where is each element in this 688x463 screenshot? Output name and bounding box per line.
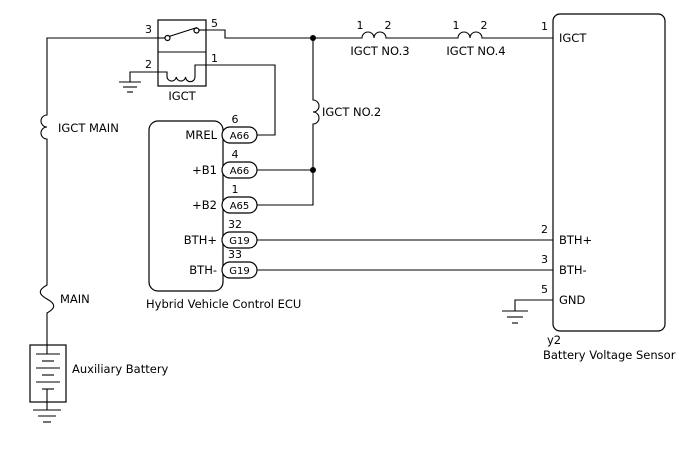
fuse-igct-no3-pin-1: 1	[357, 19, 364, 32]
connector-oval	[221, 196, 258, 214]
connector-code: A65	[230, 201, 250, 212]
ecu-pin-number: 32	[228, 218, 242, 231]
fuse-igct-no2-label: IGCT NO.2	[322, 105, 381, 119]
relay-igct: 3 5 2 1 IGCT	[145, 17, 218, 103]
battery-block: Auxiliary Battery	[29, 344, 169, 403]
sensor-pin-3-number: 3	[541, 253, 548, 266]
ecu-pin-number: 1	[232, 183, 239, 196]
relay-switch-icon	[158, 26, 206, 42]
connector-code: A66	[230, 131, 250, 142]
wire-sensor-ground	[514, 299, 553, 311]
wire-battery-to-relay	[39, 37, 158, 345]
ecu-pin-bth-minus: BTH- G19 33	[189, 248, 258, 279]
connector-oval	[221, 161, 258, 179]
relay-ground-icon	[119, 81, 141, 93]
sensor-pin-2-number: 2	[541, 223, 548, 236]
sensor-block: 1 IGCT 2 BTH+ 3 BTH- 5 GND y2 Battery Vo…	[541, 13, 676, 362]
ecu-pin-name: +B1	[192, 163, 217, 177]
sensor-pin-5-number: 5	[541, 283, 548, 296]
relay-pin-5: 5	[211, 17, 218, 30]
ecu-pin-number: 4	[232, 148, 239, 161]
fuse-igct-main-label: IGCT MAIN	[58, 121, 119, 135]
ecu-pin-name: MREL	[185, 128, 217, 142]
connector-code: G19	[229, 266, 249, 277]
wire-relay-coil-ground	[129, 71, 158, 82]
relay-coil-icon	[158, 64, 206, 83]
ecu-label: Hybrid Vehicle Control ECU	[146, 297, 301, 311]
junction-dot-b1	[310, 167, 316, 173]
fuse-igct-no3-pin-2: 2	[385, 19, 392, 32]
wire-relay-to-sensor	[206, 29, 553, 39]
fuse-main-label: MAIN	[60, 292, 90, 306]
ecu-pin-b2: +B2 A65 1	[192, 183, 258, 214]
ecu-pin-name: BTH-	[189, 263, 217, 277]
relay-pin-1: 1	[211, 52, 218, 65]
fuse-igct-no4-pin-2: 2	[481, 19, 488, 32]
ecu-pin-number: 6	[232, 113, 239, 126]
ecu-pin-number: 33	[228, 248, 242, 261]
sensor-ground-icon	[502, 310, 528, 324]
ecu-pin-bth-plus: BTH+ G19 32	[184, 218, 258, 249]
connector-code: A66	[230, 166, 250, 177]
ecu-pin-name: BTH+	[184, 233, 217, 247]
connector-oval	[221, 231, 258, 249]
fuse-igct-no4-pin-1: 1	[453, 19, 460, 32]
ecu-pin-name: +B2	[192, 198, 217, 212]
fuse-igct-no3-label: IGCT NO.3	[350, 44, 409, 58]
battery-cells-icon	[36, 345, 60, 402]
sensor-pin-2-name: BTH+	[559, 233, 592, 247]
sensor-label: Battery Voltage Sensor	[543, 348, 676, 362]
sensor-box	[552, 13, 666, 332]
connector-oval	[221, 261, 258, 279]
junction-dot-top	[310, 35, 316, 41]
sensor-pin-1-name: IGCT	[559, 31, 587, 45]
wire-mrel	[206, 64, 276, 136]
sensor-pin-5-name: GND	[559, 293, 586, 307]
connector-oval	[221, 126, 258, 144]
sensor-pin-3-name: BTH-	[559, 263, 587, 277]
sensor-code: y2	[547, 333, 561, 347]
battery-ground-icon	[33, 409, 61, 423]
ecu-block: MREL A66 6 +B1 A66 4 +B2 A65 1 BTH+ G19 …	[146, 113, 301, 311]
relay-pin-3: 3	[145, 23, 152, 36]
fuse-igct-no4-label: IGCT NO.4	[446, 44, 505, 58]
connector-code: G19	[229, 236, 249, 247]
ecu-pin-b1: +B1 A66 4	[192, 148, 258, 179]
relay-label: IGCT	[168, 89, 196, 103]
wire-igct-no2-branch	[257, 38, 320, 206]
relay-pin-2: 2	[145, 58, 152, 71]
battery-label: Auxiliary Battery	[72, 362, 169, 376]
sensor-pin-1-number: 1	[541, 20, 548, 33]
ecu-pin-mrel: MREL A66 6	[185, 113, 258, 144]
